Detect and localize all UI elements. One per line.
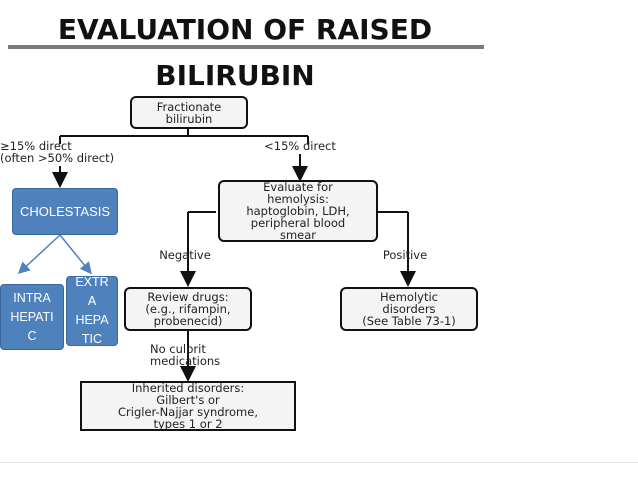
negative-label: Negative bbox=[159, 248, 211, 262]
title-underline bbox=[8, 45, 484, 49]
intrahepatic-box: INTRA HEPATI C bbox=[0, 284, 64, 350]
positive-label: Positive bbox=[382, 248, 428, 262]
inherited-disorders-box: Inherited disorders: Gilbert's or Crigle… bbox=[80, 381, 296, 431]
arrow-cholestasis-extra bbox=[59, 234, 92, 275]
direct-over-15-label: ≥15% direct (often >50% direct) bbox=[0, 139, 115, 165]
title-line-2: BILIRUBIN bbox=[155, 59, 315, 92]
title-line-1: EVALUATION OF RAISED bbox=[57, 13, 433, 46]
cholestasis-box: CHOLESTASIS bbox=[12, 188, 118, 235]
direct-under-15-label: <15% direct bbox=[264, 139, 336, 153]
evaluate-hemolysis-box: Evaluate for hemolysis: haptoglobin, LDH… bbox=[218, 180, 378, 242]
bottom-divider bbox=[0, 462, 638, 463]
review-drugs-box: Review drugs: (e.g., rifampin, probeneci… bbox=[124, 287, 252, 331]
fractionate-bilirubin-box: Fractionate bilirubin bbox=[130, 96, 248, 129]
no-culprit-label: No culprit medications bbox=[150, 342, 221, 368]
hemolytic-disorders-box: Hemolytic disorders (See Table 73-1) bbox=[340, 287, 478, 331]
arrow-cholestasis-intra bbox=[17, 234, 61, 275]
extrahepatic-box: EXTR A HEPA TIC bbox=[66, 275, 118, 346]
